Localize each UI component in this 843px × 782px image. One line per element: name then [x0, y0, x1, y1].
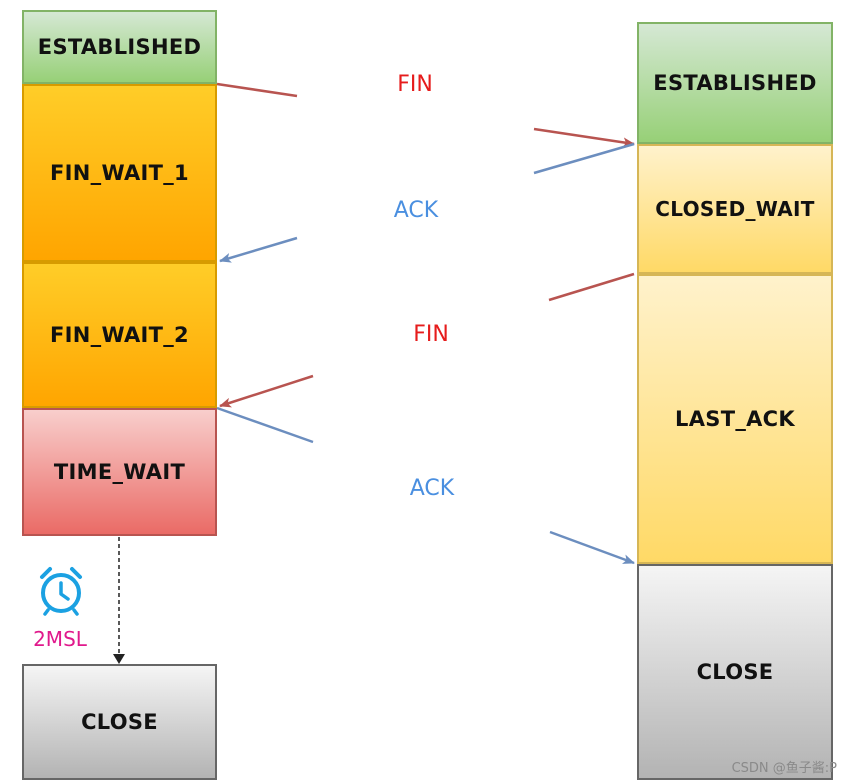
fin-1-arrow-head	[533, 127, 635, 148]
client-state-close: CLOSE	[22, 664, 217, 780]
client-state-established: ESTABLISHED	[22, 10, 217, 84]
ack-2-label: ACK	[409, 476, 455, 501]
server-state-last-ack: LAST_ACK	[637, 274, 833, 564]
client-state-fin-wait-2: FIN_WAIT_2	[22, 262, 217, 408]
watermark: CSDN @鱼子酱:P	[731, 761, 837, 776]
client-state-time-wait: TIME_WAIT	[22, 408, 217, 536]
ack-2-arrow-head	[549, 530, 635, 565]
fin-2-arrow-head	[219, 374, 314, 408]
ack-1-arrow-head	[219, 236, 298, 263]
client-state-fin-wait-1: FIN_WAIT_1	[22, 84, 217, 262]
ack-1-label: ACK	[393, 198, 439, 223]
fin-1-arrow-tail	[216, 82, 298, 98]
alarm-clock-icon	[40, 567, 82, 616]
ack-2-arrow-tail	[216, 406, 314, 444]
fin-2-arrow-tail	[548, 272, 635, 302]
fin-1-label: FIN	[397, 72, 433, 97]
server-state-established: ESTABLISHED	[637, 22, 833, 144]
time-wait-to-close-arrowhead	[113, 654, 125, 664]
ack-1-arrow-tail	[533, 142, 635, 175]
server-state-closed-wait: CLOSED_WAIT	[637, 144, 833, 274]
server-state-close: CLOSE	[637, 564, 833, 780]
timer-label: 2MSL	[33, 627, 87, 651]
fin-2-label: FIN	[413, 322, 449, 347]
